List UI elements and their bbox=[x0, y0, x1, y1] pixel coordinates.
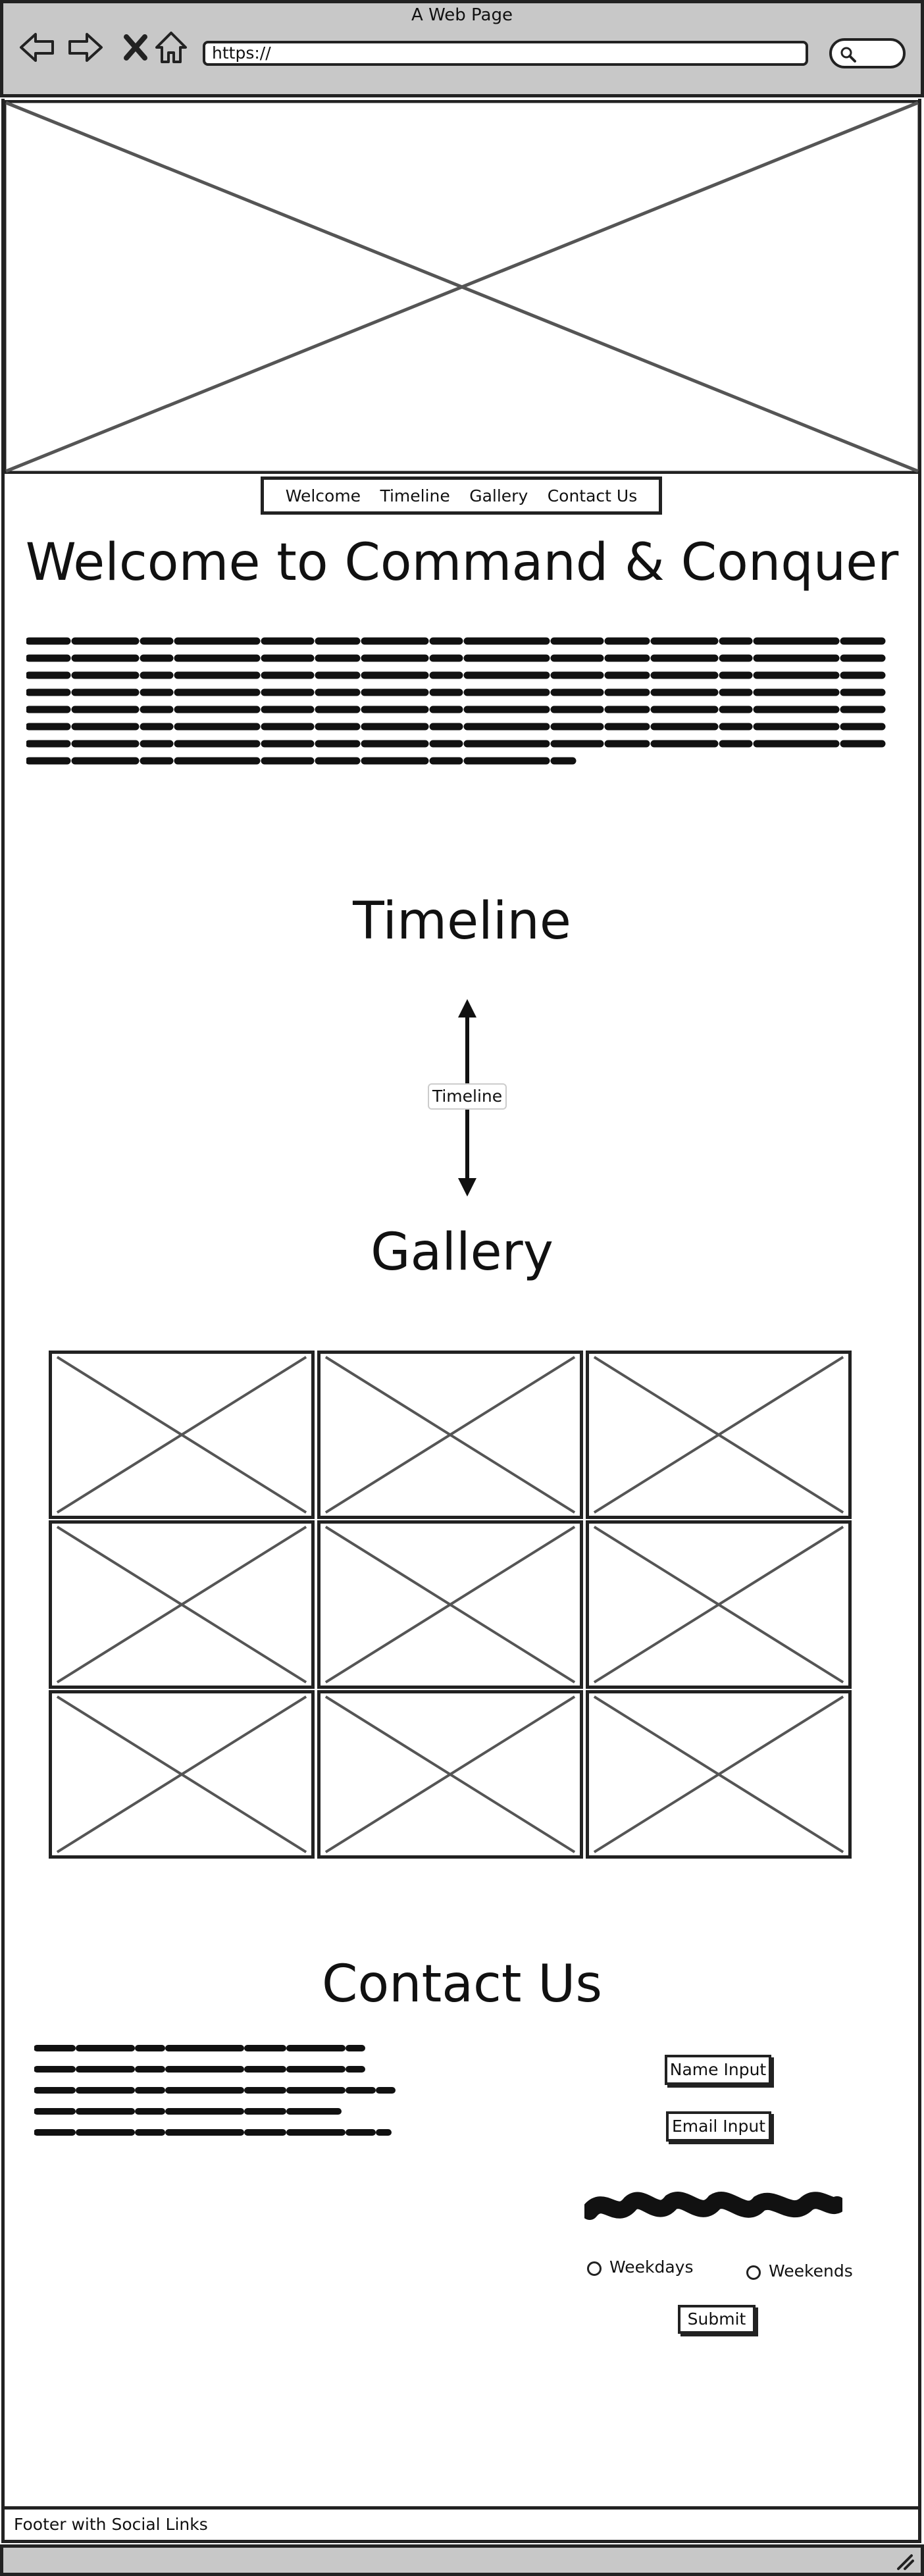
home-icon[interactable] bbox=[151, 28, 191, 67]
gallery-image-placeholder bbox=[586, 1690, 852, 1859]
nav-link-contact-us[interactable]: Contact Us bbox=[547, 486, 638, 505]
resize-grip-icon[interactable] bbox=[893, 2552, 915, 2571]
weekends-radio[interactable] bbox=[746, 2265, 761, 2280]
nav-link-gallery[interactable]: Gallery bbox=[469, 486, 528, 505]
contact-form-label-scribble bbox=[584, 2192, 842, 2220]
nav-link-timeline[interactable]: Timeline bbox=[380, 486, 450, 505]
welcome-body-text-scribble bbox=[26, 637, 886, 765]
welcome-heading: Welcome to Command & Conquer bbox=[25, 533, 899, 592]
weekdays-radio[interactable] bbox=[587, 2261, 602, 2276]
timeline-heading: Timeline bbox=[353, 892, 571, 951]
gallery-image-placeholder bbox=[49, 1690, 315, 1859]
gallery-image-placeholder bbox=[49, 1351, 315, 1519]
arrow-right-icon[interactable] bbox=[66, 28, 105, 67]
hero-image-placeholder bbox=[3, 100, 921, 474]
footer: Footer with Social Links bbox=[1, 2506, 921, 2543]
contact-body-text-scribble bbox=[34, 2045, 396, 2136]
close-icon[interactable] bbox=[116, 28, 155, 67]
page-frame bbox=[1, 99, 921, 2508]
contact-us-heading: Contact Us bbox=[322, 1955, 602, 2014]
main-navigation: Welcome Timeline Gallery Contact Us bbox=[261, 477, 662, 515]
nav-link-welcome[interactable]: Welcome bbox=[285, 486, 361, 505]
submit-button[interactable]: Submit bbox=[678, 2305, 756, 2334]
weekdays-label: Weekdays bbox=[609, 2257, 694, 2277]
gallery-image-placeholder bbox=[49, 1520, 315, 1689]
weekends-label: Weekends bbox=[769, 2261, 853, 2280]
search-icon bbox=[840, 47, 856, 63]
timeline-label: Timeline bbox=[428, 1083, 507, 1110]
gallery-image-placeholder bbox=[317, 1520, 583, 1689]
gallery-image-placeholder bbox=[586, 1520, 852, 1689]
gallery-image-placeholder bbox=[317, 1690, 583, 1859]
gallery-heading: Gallery bbox=[371, 1223, 553, 1282]
arrow-left-icon[interactable] bbox=[17, 28, 57, 67]
search-field[interactable] bbox=[829, 38, 906, 68]
gallery-image-placeholder bbox=[317, 1351, 583, 1519]
browser-status-bar bbox=[0, 2544, 924, 2576]
email-input[interactable]: Email Input bbox=[666, 2111, 771, 2142]
name-input[interactable]: Name Input bbox=[665, 2055, 771, 2085]
url-input[interactable]: https:// bbox=[203, 41, 808, 66]
gallery-image-placeholder bbox=[586, 1351, 852, 1519]
window-title: A Web Page bbox=[411, 5, 513, 25]
